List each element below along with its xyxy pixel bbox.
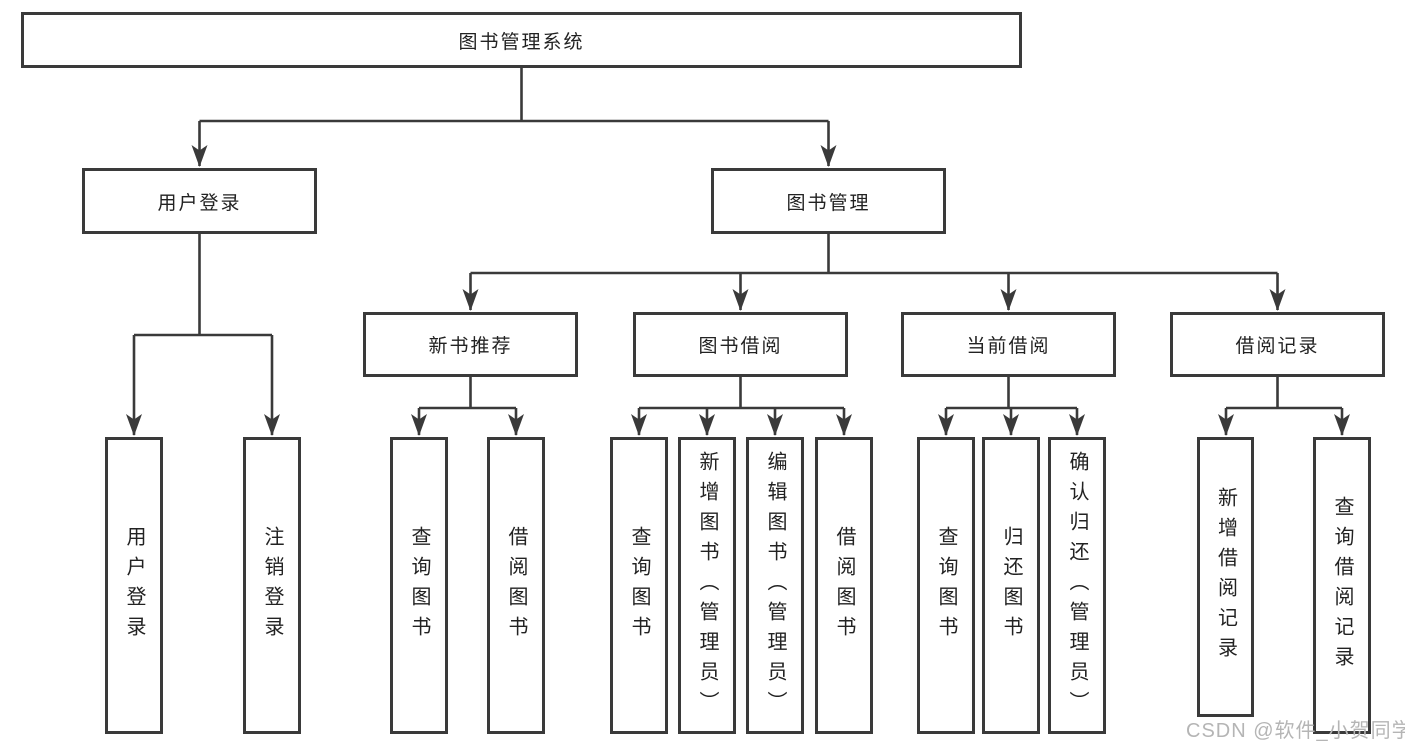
node-root: 图书管理系统 <box>21 12 1022 68</box>
leaf-cb-return-books: 归还图书 <box>982 437 1040 734</box>
leaf-nb-borrow-books: 借阅图书 <box>487 437 545 734</box>
node-book-management: 图书管理 <box>711 168 946 234</box>
node-new-book-recommend: 新书推荐 <box>363 312 578 377</box>
leaf-bb-add-books-admin: 新增图书（管理员） <box>678 437 736 734</box>
leaf-cb-confirm-return-admin: 确认归还（管理员） <box>1048 437 1106 734</box>
leaf-logout-login: 注销登录 <box>243 437 301 734</box>
node-user-login: 用户登录 <box>82 168 317 234</box>
node-borrowing-records: 借阅记录 <box>1170 312 1385 377</box>
leaf-br-query-record: 查询借阅记录 <box>1313 437 1371 734</box>
leaf-br-add-record: 新增借阅记录 <box>1197 437 1254 717</box>
leaf-nb-query-books: 查询图书 <box>390 437 448 734</box>
leaf-cb-query-books: 查询图书 <box>917 437 975 734</box>
node-current-borrowing: 当前借阅 <box>901 312 1116 377</box>
csdn-watermark: CSDN @软件_小贺同学 <box>1186 720 1405 742</box>
leaf-bb-query-books: 查询图书 <box>610 437 668 734</box>
leaf-bb-edit-books-admin: 编辑图书（管理员） <box>746 437 804 734</box>
node-book-borrowing: 图书借阅 <box>633 312 848 377</box>
leaf-bb-borrow-books: 借阅图书 <box>815 437 873 734</box>
leaf-user-login: 用户登录 <box>105 437 163 734</box>
